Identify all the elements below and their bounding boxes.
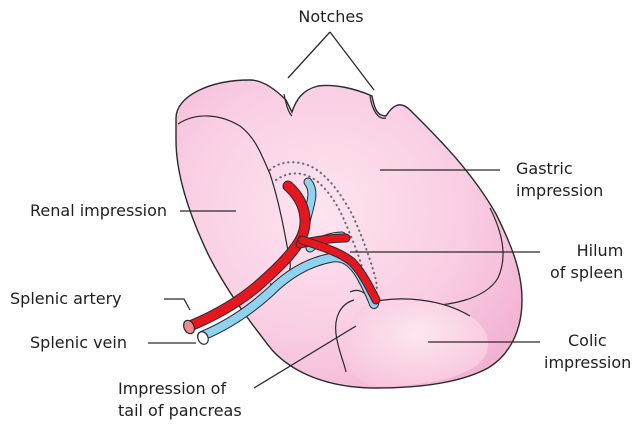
label-hilum-of-spleen: Hilum of spleen [550, 240, 623, 284]
label-colic-impression: Colic impression [544, 330, 631, 374]
label-splenic-artery-text: Splenic artery [10, 288, 122, 310]
label-pancreas-line2: tail of pancreas [118, 400, 242, 422]
label-notches-text: Notches [286, 6, 376, 28]
label-gastric-impression: Gastric impression [516, 158, 603, 202]
label-gastric-line2: impression [516, 180, 603, 202]
label-splenic-artery: Splenic artery [10, 288, 122, 310]
leader-notches-1 [288, 32, 330, 78]
label-splenic-vein: Splenic vein [30, 332, 127, 354]
label-pancreas-line1: Impression of [118, 378, 242, 400]
label-colic-line2: impression [544, 352, 631, 374]
label-notches: Notches [286, 6, 376, 28]
label-colic-line1: Colic [544, 330, 631, 352]
label-hilum-line2: of spleen [550, 262, 623, 284]
label-renal-impression: Renal impression [30, 200, 167, 222]
label-pancreas-impression: Impression of tail of pancreas [118, 378, 242, 422]
label-splenic-vein-text: Splenic vein [30, 332, 127, 354]
leader-splenic-artery [164, 299, 190, 310]
label-gastric-line1: Gastric [516, 158, 603, 180]
label-hilum-line1: Hilum [550, 240, 623, 262]
label-renal-text: Renal impression [30, 200, 167, 222]
leader-notches-2 [330, 32, 374, 90]
